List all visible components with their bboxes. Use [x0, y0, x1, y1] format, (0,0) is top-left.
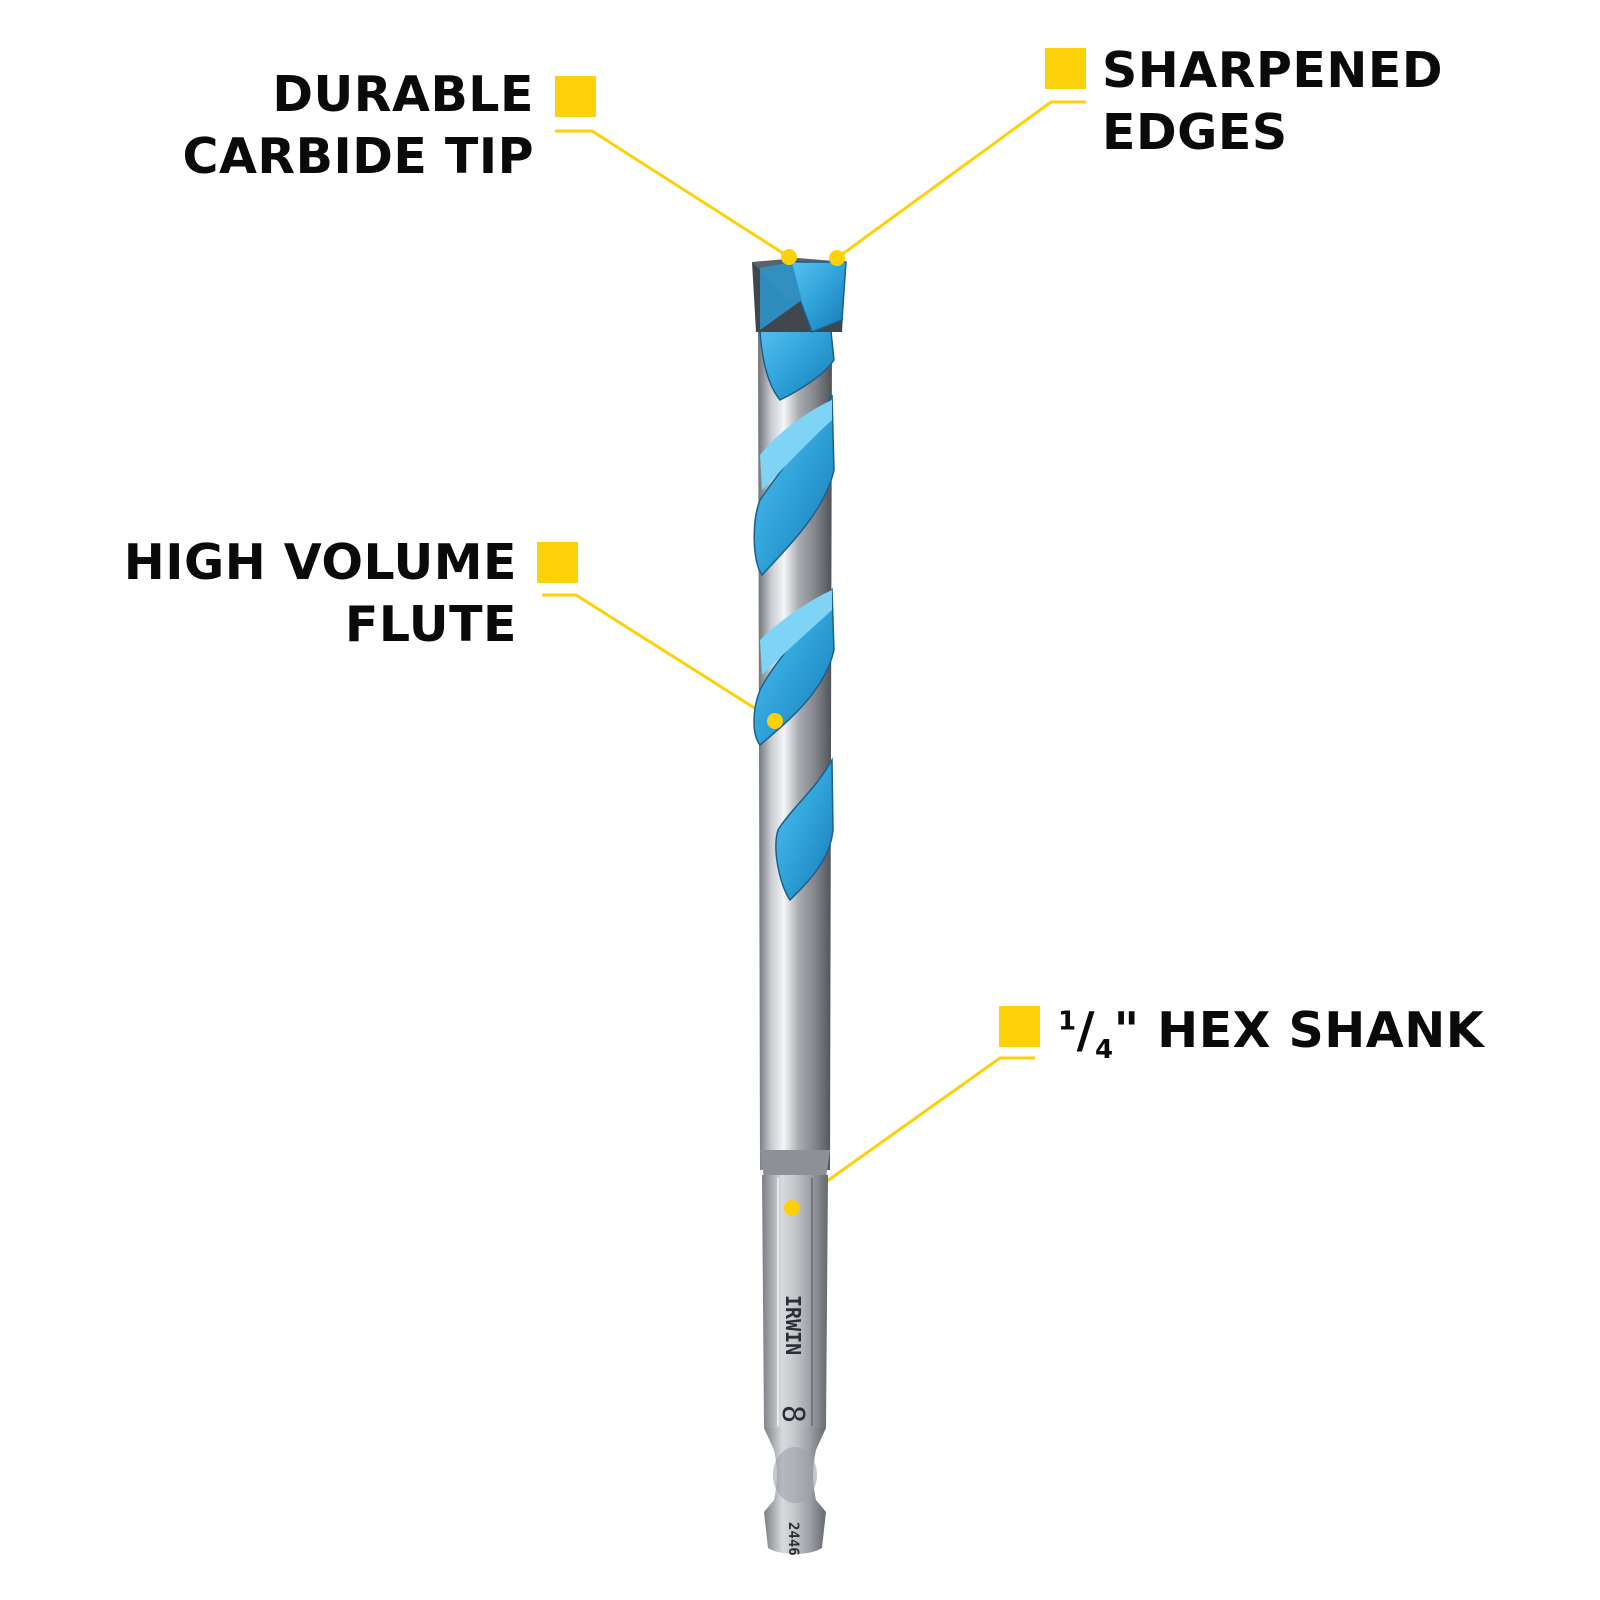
callout-tip-line2: CARBIDE TIP: [182, 128, 534, 185]
shank-engravings: IRWIN 8 2446: [775, 1295, 810, 1556]
fraction-slash: /: [1076, 1002, 1095, 1059]
leader-line-tip: [555, 129, 790, 259]
marker-square-tip: [555, 76, 596, 117]
leader-line-edges: [836, 100, 1086, 260]
size-engraving: 8: [775, 1405, 810, 1423]
callout-dot-tip: [781, 249, 797, 265]
hex-end: [764, 1512, 826, 1554]
callout-flute-line2: FLUTE: [344, 596, 517, 653]
callout-shank-text: " HEX SHANK: [1113, 1002, 1485, 1059]
callout-label-carbide-tip: DURABLE CARBIDE TIP: [183, 64, 534, 188]
callout-label-sharpened-edges: SHARPENED EDGES: [1102, 40, 1443, 164]
marker-square-flute: [537, 542, 578, 583]
leader-line-flute: [542, 593, 776, 723]
leader-lines: [542, 100, 1086, 1208]
leader-line-shank: [791, 1056, 1035, 1208]
brand-engraving: IRWIN: [781, 1295, 805, 1355]
callout-label-hex-shank: 1/4" HEX SHANK: [1058, 1000, 1485, 1065]
callout-dot-edges: [829, 250, 845, 266]
callout-tip-line1: DURABLE: [272, 66, 534, 123]
callout-dot-flute: [767, 713, 783, 729]
drill-bit: [752, 258, 847, 1554]
bit-collar: [760, 1150, 830, 1178]
marker-square-shank: [999, 1006, 1040, 1047]
fraction-denominator: 4: [1095, 1034, 1114, 1065]
fraction-numerator: 1: [1058, 1006, 1077, 1037]
spiral-flute: [753, 321, 835, 902]
callout-flute-line1: HIGH VOLUME: [123, 534, 517, 591]
callout-label-high-volume-flute: HIGH VOLUME FLUTE: [124, 532, 517, 656]
code-engraving: 2446: [785, 1522, 801, 1556]
callout-edges-line1: SHARPENED: [1102, 42, 1443, 99]
marker-square-edges: [1045, 48, 1086, 89]
carbide-tip: [752, 258, 847, 333]
callout-edges-line2: EDGES: [1102, 104, 1288, 161]
callout-dot-shank: [784, 1200, 800, 1216]
